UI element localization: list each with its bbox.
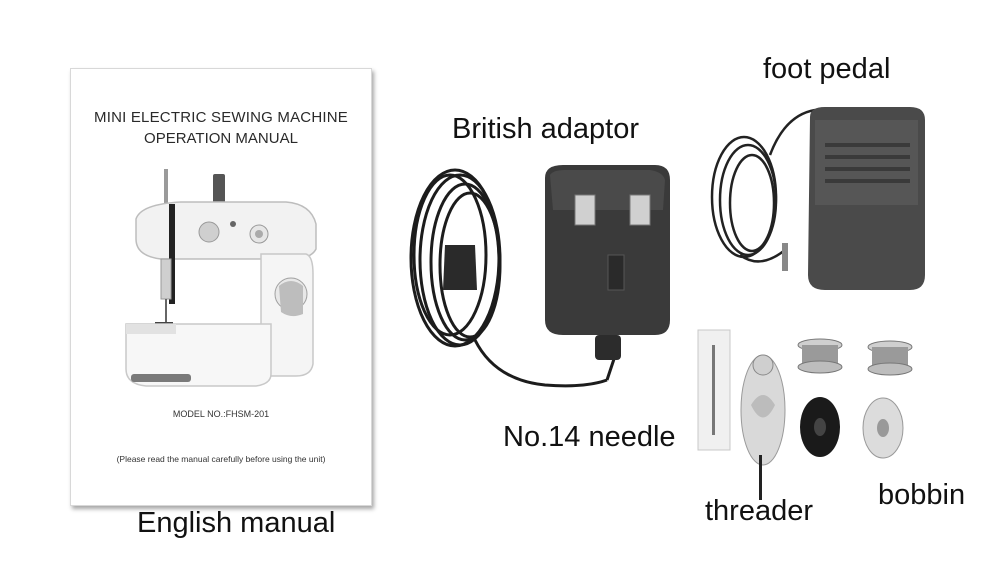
bobbins-photo <box>797 338 913 459</box>
caption-british-adaptor: British adaptor <box>452 113 639 145</box>
sewing-machine-illustration <box>125 169 317 387</box>
manual-title-line1: MINI ELECTRIC SEWING MACHINE <box>94 109 348 126</box>
caption-english-manual: English manual <box>137 507 336 539</box>
manual-title-line2: OPERATION MANUAL <box>144 130 298 147</box>
operation-manual: MINI ELECTRIC SEWING MACHINE OPERATION M… <box>70 68 372 506</box>
caption-foot-pedal: foot pedal <box>763 53 891 85</box>
british-adaptor-photo <box>409 165 670 388</box>
caption-bobbin: bobbin <box>878 479 966 511</box>
manual-model-number: MODEL NO.:FHSM-201 <box>172 409 270 419</box>
threader-photo <box>740 354 786 500</box>
caption-needle: No.14 needle <box>503 421 676 453</box>
manual-note: (Please read the manual carefully before… <box>116 454 326 464</box>
needle-card-photo <box>697 329 731 451</box>
caption-threader: threader <box>705 495 814 527</box>
foot-pedal-photo <box>710 107 925 290</box>
